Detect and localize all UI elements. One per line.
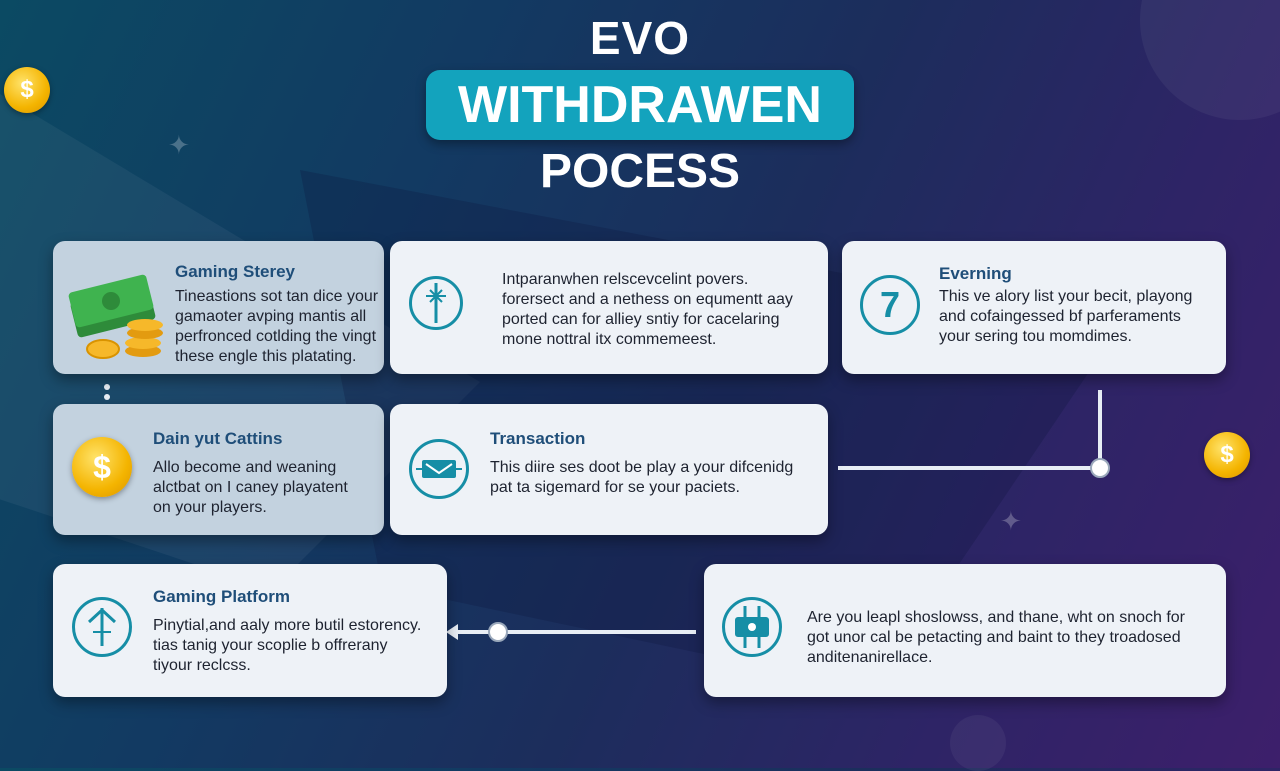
- arrowhead-icon: [446, 624, 458, 640]
- title-line-3: POCESS: [539, 145, 741, 198]
- card-title: Everning: [939, 264, 1012, 283]
- connector-node: [488, 622, 508, 642]
- sparkle-icon: ✦: [1000, 506, 1022, 536]
- step-card-transaction: Transaction This diire ses doot be play …: [390, 404, 828, 535]
- card-title: Dain yut Cattins: [153, 429, 283, 448]
- dollar-coin-icon: $: [1204, 432, 1250, 478]
- step-card-gaming-platform: Gaming Platform Pinytial,and aaly more b…: [53, 564, 447, 697]
- step-card-gaming-sterey: Gaming Sterey Tineastions sot tan dice y…: [53, 241, 384, 374]
- step-card-2: Intparanwhen relscevcelint povers. forer…: [390, 241, 828, 374]
- card-body: This diire ses doot be play a your difce…: [490, 458, 793, 498]
- card-body-line: mone nottral itx commemeest.: [502, 331, 717, 348]
- step-card-7: Are you leapl shoslowss, and thane, wht …: [704, 564, 1226, 697]
- card-body-line: This diire ses doot be play a your difce…: [490, 459, 794, 476]
- sparkle-icon: ✦: [168, 130, 190, 160]
- card-body-line: Tineastions sot tan dice your: [175, 288, 379, 305]
- dollar-coin-icon: $: [72, 437, 132, 497]
- card-title: Gaming Sterey: [175, 262, 295, 281]
- card-body: Tineastions sot tan dice your gamaoter a…: [175, 287, 378, 367]
- connector-line: [458, 630, 696, 634]
- card-body-line: alctbat on I caney playatent: [153, 479, 348, 496]
- card-body: Pinytial,and aaly more butil estorency. …: [153, 616, 421, 676]
- card-body-line: your sering tou momdimes.: [939, 328, 1132, 345]
- card-body: Allo become and weaning alctbat on I can…: [153, 458, 348, 518]
- connector-dot: [104, 394, 110, 400]
- background-circle: [950, 715, 1006, 771]
- card-body: This ve alory list your becit, playong a…: [939, 287, 1192, 347]
- connector-line: [838, 466, 1100, 470]
- step-card-evening: 7 Everning This ve alory list your becit…: [842, 241, 1226, 374]
- card-body-line: tiyour reclcss.: [153, 657, 251, 674]
- connector-line: [1098, 390, 1102, 462]
- card-title: Transaction: [490, 429, 586, 448]
- card-body-line: Pinytial,and aaly more butil estorency.: [153, 617, 422, 634]
- card-body-line: This ve alory list your becit, playong: [939, 288, 1193, 305]
- slot-seven-icon: 7: [860, 275, 920, 335]
- card-title: Gaming Platform: [153, 587, 290, 606]
- arrow-up-icon: [72, 597, 132, 657]
- connector-node: [1090, 458, 1110, 478]
- card-body-line: tias tanig your scoplie b offrerany: [153, 637, 388, 654]
- transfer-card-icon: [722, 597, 782, 657]
- card-body-line: pat ta sigemard for se your paciets.: [490, 479, 740, 496]
- dollar-coin-icon: $: [4, 67, 50, 113]
- card-body-line: ported can for alliey sntiy for cacelari…: [502, 311, 780, 328]
- card-body-line: gamaoter avping mantis all: [175, 308, 367, 325]
- card-body-line: and cofaingessed bf parferaments: [939, 308, 1181, 325]
- card-envelope-icon: [409, 439, 469, 499]
- card-body-line: Intparanwhen relscevcelint povers.: [502, 271, 749, 288]
- compass-icon: [409, 276, 463, 330]
- card-body-line: Allo become and weaning: [153, 459, 337, 476]
- money-stack-icon: [68, 274, 163, 359]
- title-banner: WITHDRAWEN: [426, 70, 854, 140]
- card-body-line: got unor cal be petacting and baint to t…: [807, 629, 1181, 646]
- step-card-dain-yut-cattins: $ Dain yut Cattins Allo become and weani…: [53, 404, 384, 535]
- card-body: Intparanwhen relscevcelint povers. forer…: [502, 270, 793, 350]
- page-title: EVO WITHDRAWEN POCESS: [0, 12, 1280, 200]
- card-body-line: perfronced cotlding the vingt: [175, 328, 377, 345]
- card-body-line: on your players.: [153, 499, 267, 516]
- card-body-line: anditenanirellace.: [807, 649, 933, 666]
- card-body: Are you leapl shoslowss, and thane, wht …: [807, 608, 1185, 668]
- title-line-1: EVO: [589, 12, 691, 64]
- card-body-line: Are you leapl shoslowss, and thane, wht …: [807, 609, 1185, 626]
- card-body-line: these engle this platating.: [175, 348, 357, 365]
- card-body-line: forersect and a nethess on equmentt aay: [502, 291, 793, 308]
- connector-dot: [104, 384, 110, 390]
